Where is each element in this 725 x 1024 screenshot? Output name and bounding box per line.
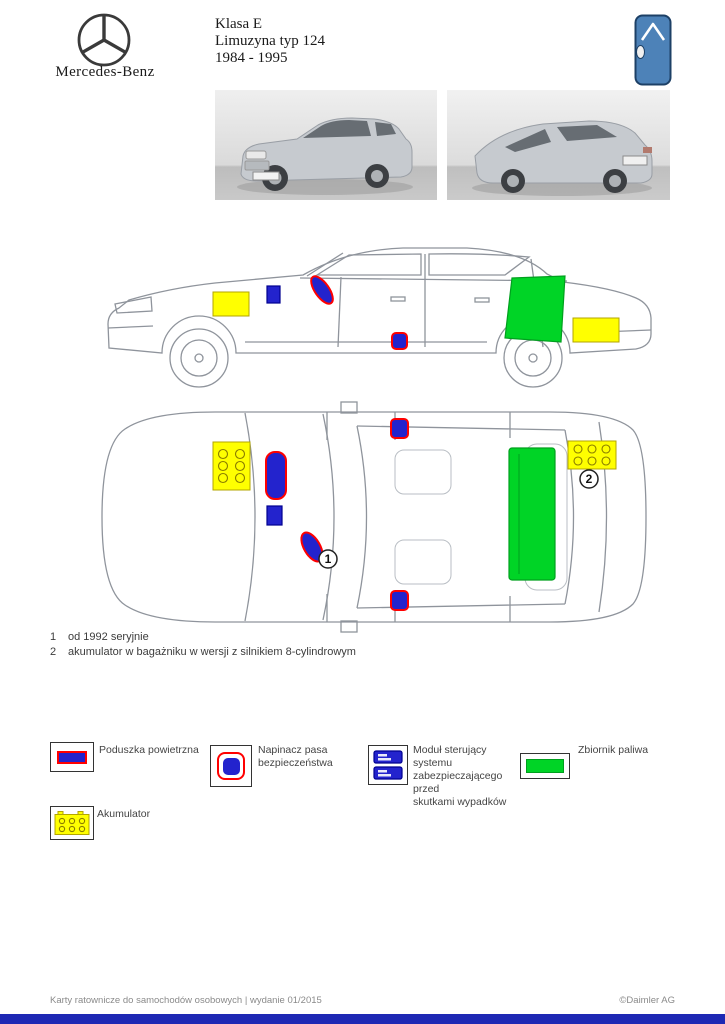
marker-belt-tensioner-top-right [390,418,409,439]
marker-belt-tensioner-top-left [390,590,409,611]
marker-belt-tensioner-side [391,332,408,350]
legend-label-line: skutkami wypadków [413,796,507,808]
marker-airbag-driver-top [265,451,287,500]
legend-belt-tensioner-icon [210,745,252,787]
marker-battery-trunk-top [567,440,617,470]
legend-fuel-tank-icon [520,753,570,779]
legend-airbag-icon [50,742,94,772]
legend-control-module-label: Moduł sterujący systemu zabezpieczająceg… [413,744,525,809]
top-view-car-outline [101,401,647,633]
footnote-number: 2 [50,645,57,658]
footnote-number: 1 [50,631,57,643]
marker-control-module-top [266,505,283,526]
marker-battery-front-top [212,441,251,491]
footnote-1: 1 od 1992 seryjnie [50,630,356,645]
battery-swatch [54,811,90,835]
top-view-diagram: 1 2 [101,401,647,633]
control-module-swatch [373,750,403,780]
legend-label-line: Napinacz pasa [258,744,328,756]
photo-rear-view [447,90,670,200]
page-title: Klasa E Limuzyna typ 124 1984 - 1995 [215,16,325,67]
callout-2: 2 [579,469,599,489]
title-line-years: 1984 - 1995 [215,50,288,66]
mercedes-star-icon [77,13,131,67]
photo-rear-license-plate [622,155,648,166]
svg-text:1: 1 [325,552,332,566]
rescue-card-symbol-icon [634,14,672,86]
footnotes: 1 od 1992 seryjnie 2 akumulator w bagażn… [50,630,356,659]
tensioner-swatch [217,752,245,780]
marker-fuel-tank-side [504,275,566,343]
photo-front-view [215,90,437,200]
marker-control-module-side [266,285,281,304]
legend-airbag-label: Poduszka powietrzna [99,744,199,756]
svg-text:2: 2 [586,472,593,486]
legend-fuel-tank-label: Zbiornik paliwa [578,744,649,756]
callout-1: 1 [318,549,338,569]
legend-label-line: zabezpieczającego przed [413,770,503,795]
footer-bar [0,1014,725,1024]
marker-airbag-steering-side [310,275,334,305]
footnote-2: 2 akumulator w bagażniku w wersji z siln… [50,645,356,660]
footer-left-text: Karty ratownicze do samochodów osobowych… [50,995,322,1006]
brand-wordmark: Mercedes-Benz [55,64,155,80]
legend-battery-icon [50,806,94,840]
side-view-diagram [107,247,652,388]
footnote-text: od 1992 seryjnie [68,631,149,643]
marker-battery-trunk-side [572,317,620,343]
marker-fuel-tank-top [508,447,556,581]
marker-battery-front-side [212,291,250,317]
side-view-car-outline [107,247,652,354]
title-line-body: Limuzyna typ 124 [215,33,325,49]
title-line-model: Klasa E [215,16,263,32]
photo-front-license-plate [252,171,280,181]
side-view-wheels [169,328,563,388]
legend-label-line: Moduł sterujący systemu [413,744,487,769]
legend-label-line: bezpieczeństwa [258,757,333,769]
legend-belt-tensioner-label: Napinacz pasa bezpieczeństwa [258,744,358,770]
legend-control-module-icon [368,745,408,785]
legend-battery-label: Akumulator [97,808,151,820]
footer-right-text: ©Daimler AG [619,995,675,1006]
footnote-text: akumulator w bagażniku w wersji z silnik… [68,645,356,658]
fuel-tank-swatch [526,759,564,773]
airbag-swatch [57,750,87,764]
